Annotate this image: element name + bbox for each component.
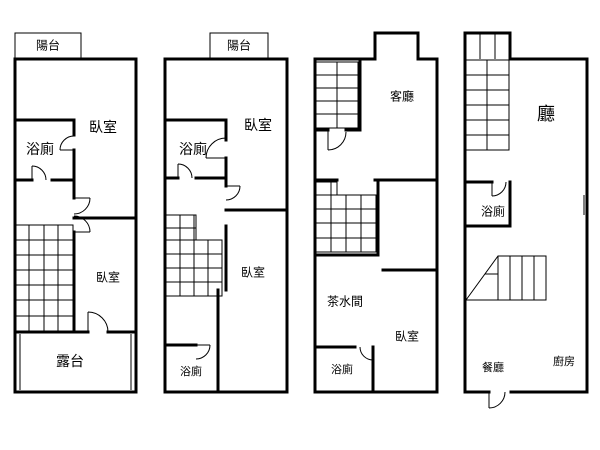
plan1-stairs: [14, 224, 74, 333]
floor-plan-2: 陽台 臥室 浴廁 臥室 浴廁: [163, 32, 289, 394]
plan3-outer-wall: [313, 31, 439, 394]
plan2-stairs: [166, 214, 223, 297]
plan4-hall-label: 廳: [537, 104, 555, 125]
plan3-bath-label: 浴廁: [331, 362, 353, 376]
plan4-dining-label: 餐廳: [482, 360, 504, 374]
plan1-bath-label: 浴廁: [26, 141, 54, 158]
plan3-stairs-lower: [316, 181, 377, 253]
plan1-terrace-label: 露台: [56, 354, 84, 370]
plan1-balcony-label: 陽台: [36, 38, 60, 53]
plan3-tea-room-label: 茶水間: [327, 294, 363, 309]
plan3-living-label: 客廳: [390, 89, 414, 104]
plan2-bath-b-label: 浴廁: [180, 364, 202, 378]
plan4-outer-wall: [463, 31, 589, 394]
plan3-bedroom-label: 臥室: [395, 329, 419, 344]
plan1-balcony-box: [14, 32, 82, 60]
plan4-kitchen-label: 廚房: [553, 354, 575, 368]
plan2-bath-a-label: 浴廁: [179, 141, 207, 158]
plan4-stairs-lower: [465, 255, 547, 301]
floor-plan-3: 客廳 茶水間 臥室 浴廁: [313, 31, 439, 394]
plan4-stairs-upper: [465, 59, 510, 151]
plan4-bath-label: 浴廁: [481, 204, 505, 219]
plan2-bedroom-b-label: 臥室: [241, 265, 265, 280]
plan2-bedroom-a-label: 臥室: [244, 117, 272, 134]
floor-plan-4: 廳 浴廁 餐廳 廚房: [463, 31, 589, 409]
plan3-stairs-upper: [315, 61, 359, 129]
floor-plan-1: 陽台 臥室 浴廁 臥室 露台: [13, 32, 138, 394]
plan2-outer-wall: [163, 57, 289, 394]
plan1-bedroom-b-label: 臥室: [96, 270, 120, 285]
plan1-bedroom-a-label: 臥室: [89, 119, 117, 136]
plan2-balcony-box: [209, 32, 269, 60]
plan2-balcony-label: 陽台: [227, 38, 251, 53]
